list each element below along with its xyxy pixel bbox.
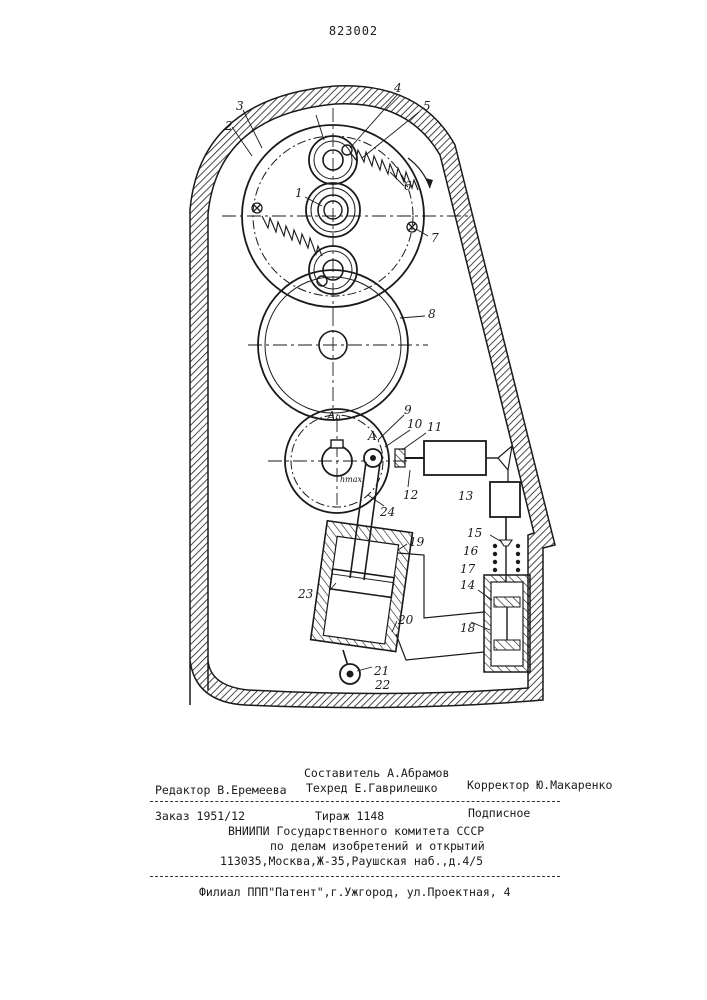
label-a0: A₀: [326, 409, 341, 423]
label-19: 19: [409, 535, 425, 549]
label-17: 17: [460, 562, 476, 576]
label-2: 2: [224, 119, 233, 133]
label-5: 5: [423, 99, 431, 113]
label-18: 18: [460, 621, 476, 635]
label-a: A: [367, 429, 377, 443]
label-23: 23: [297, 587, 314, 601]
label-21: 21: [373, 664, 389, 678]
corrector: Корректор Ю.Макаренко: [467, 778, 612, 792]
branch: Филиал ППП"Патент",г.Ужгород, ул.Проектн…: [199, 885, 511, 899]
label-12: 12: [403, 488, 418, 502]
label-11: 11: [427, 420, 442, 434]
org-line-2: по делам изобретений и открытий: [270, 839, 485, 853]
org-address: 113035,Москва,Ж-35,Раушская наб.,д.4/5: [220, 854, 483, 868]
label-1: 1: [295, 186, 303, 200]
subscription: Подписное: [468, 806, 530, 820]
label-13: 13: [458, 489, 474, 503]
label-7: 7: [431, 231, 439, 245]
element-13: [490, 482, 520, 517]
valve-cylinder-14: [484, 575, 530, 672]
rule-bottom: [150, 876, 560, 877]
label-24: 24: [379, 505, 395, 519]
label-16: 16: [463, 544, 479, 558]
techred: Техред Е.Гаврилешко: [306, 781, 438, 795]
org-line-1: ВНИИПИ Государственного комитета СССР: [228, 824, 484, 838]
label-22: 22: [374, 678, 390, 692]
label-8: 8: [428, 307, 436, 321]
label-10: 10: [407, 417, 423, 431]
hydraulic-cylinder-23: [311, 521, 413, 652]
mechanism-drawing: 3 2 4 5 6 7 1 8 A₀ 9 10 11 A hmax 12 13 …: [0, 0, 707, 760]
label-hmax: hmax: [340, 475, 363, 484]
editor: Редактор В.Еремеева: [155, 783, 287, 797]
label-6: 6: [404, 179, 412, 193]
compiler: Составитель А.Абрамов: [304, 766, 449, 780]
label-9: 9: [404, 403, 412, 417]
label-3: 3: [236, 99, 244, 113]
label-4: 4: [393, 81, 402, 95]
sensor-housing: [424, 441, 486, 475]
rule-top: [150, 801, 560, 802]
label-14: 14: [460, 578, 475, 592]
label-20: 20: [397, 613, 414, 627]
order: Заказ 1951/12: [155, 809, 245, 823]
roller-11: [395, 449, 405, 467]
circulation: Тираж 1148: [315, 809, 384, 823]
label-15: 15: [467, 526, 482, 540]
